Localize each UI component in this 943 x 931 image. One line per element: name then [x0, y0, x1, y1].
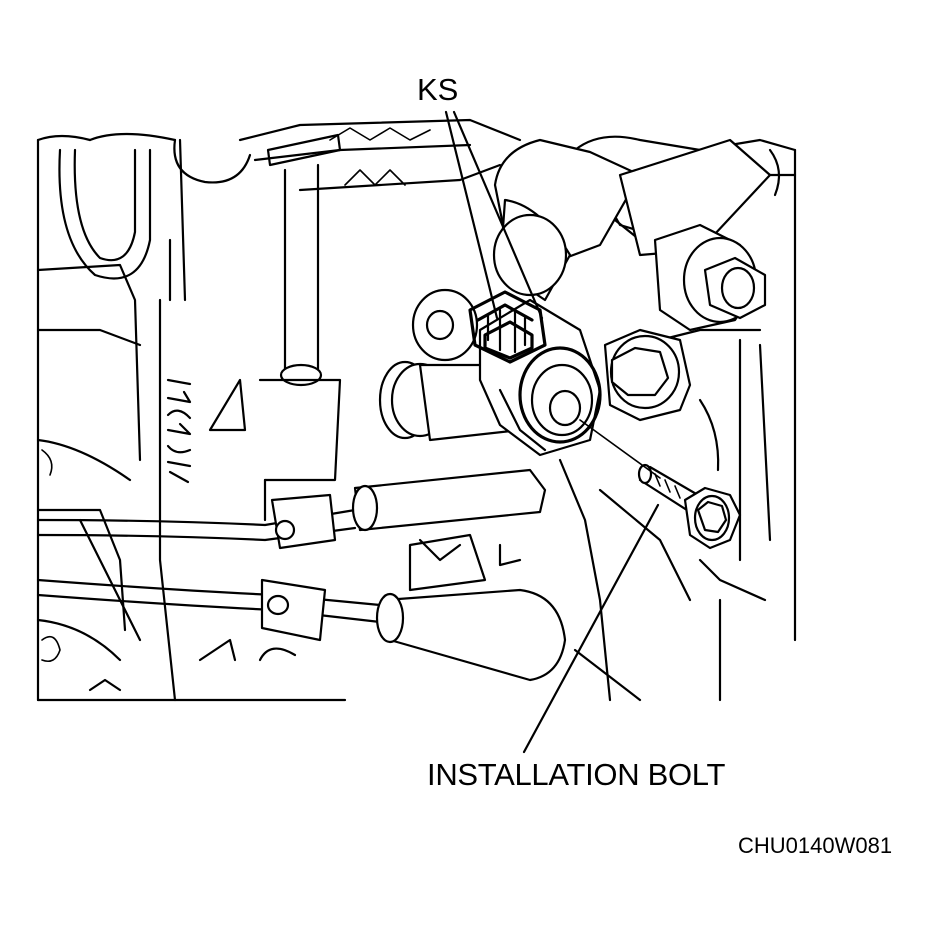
ks-leader-line-2	[452, 110, 544, 320]
middle-fitting	[603, 328, 692, 422]
ks-leader-line	[444, 110, 499, 320]
knock-sensor	[468, 290, 602, 457]
casting-lettering	[166, 378, 192, 484]
installation-bolt	[637, 463, 742, 550]
engine-block	[36, 118, 797, 702]
knock-sensor-label: KS	[417, 72, 459, 107]
installation-bolt-label: INSTALLATION BOLT	[427, 757, 726, 792]
right-nut	[653, 223, 767, 332]
bolt-axis-line	[579, 419, 661, 479]
left-fitting	[378, 288, 522, 442]
figure-code: CHU0140W081	[738, 833, 893, 858]
bolt-leader-line	[522, 503, 660, 754]
